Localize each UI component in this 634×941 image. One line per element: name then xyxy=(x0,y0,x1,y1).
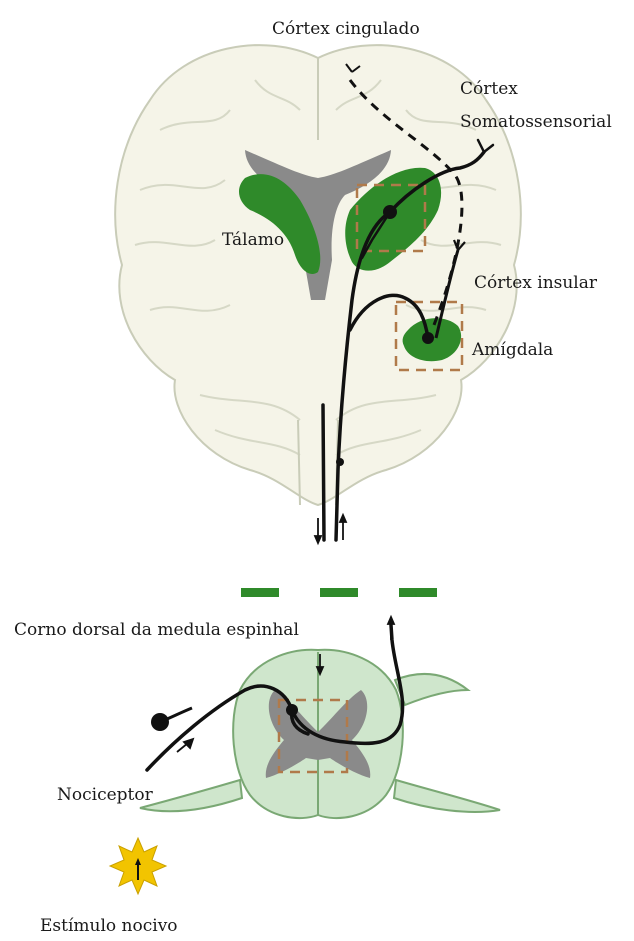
amygdala-neuron xyxy=(422,332,434,344)
label-thalamus: Tálamo xyxy=(222,231,284,251)
dorsal-root-right xyxy=(395,674,468,705)
label-somatosensory-cortex-line1: Córtex xyxy=(460,80,518,100)
thalamic-neuron xyxy=(383,205,397,219)
label-dorsal-horn: Corno dorsal da medula espinhal xyxy=(14,621,299,641)
continuation-dashes xyxy=(241,588,437,597)
ventral-root-right xyxy=(394,780,500,812)
label-amygdala: Amígdala xyxy=(472,341,553,361)
brainstem-arrows xyxy=(315,515,346,543)
label-noxious-stimulus: Estímulo nocivo xyxy=(40,917,178,937)
label-nociceptor: Nociceptor xyxy=(57,786,153,806)
descending-tract xyxy=(323,405,324,540)
label-cingulate-cortex: Córtex cingulado xyxy=(272,20,420,40)
brainstem-neuron xyxy=(336,458,344,466)
noxious-stimulus-icon xyxy=(110,838,166,894)
label-somatosensory-cortex-line2: Somatossensorial xyxy=(460,113,612,133)
dorsal-horn-neuron xyxy=(286,704,298,716)
ventral-root-left xyxy=(140,780,242,811)
label-insular-cortex: Córtex insular xyxy=(474,274,597,294)
